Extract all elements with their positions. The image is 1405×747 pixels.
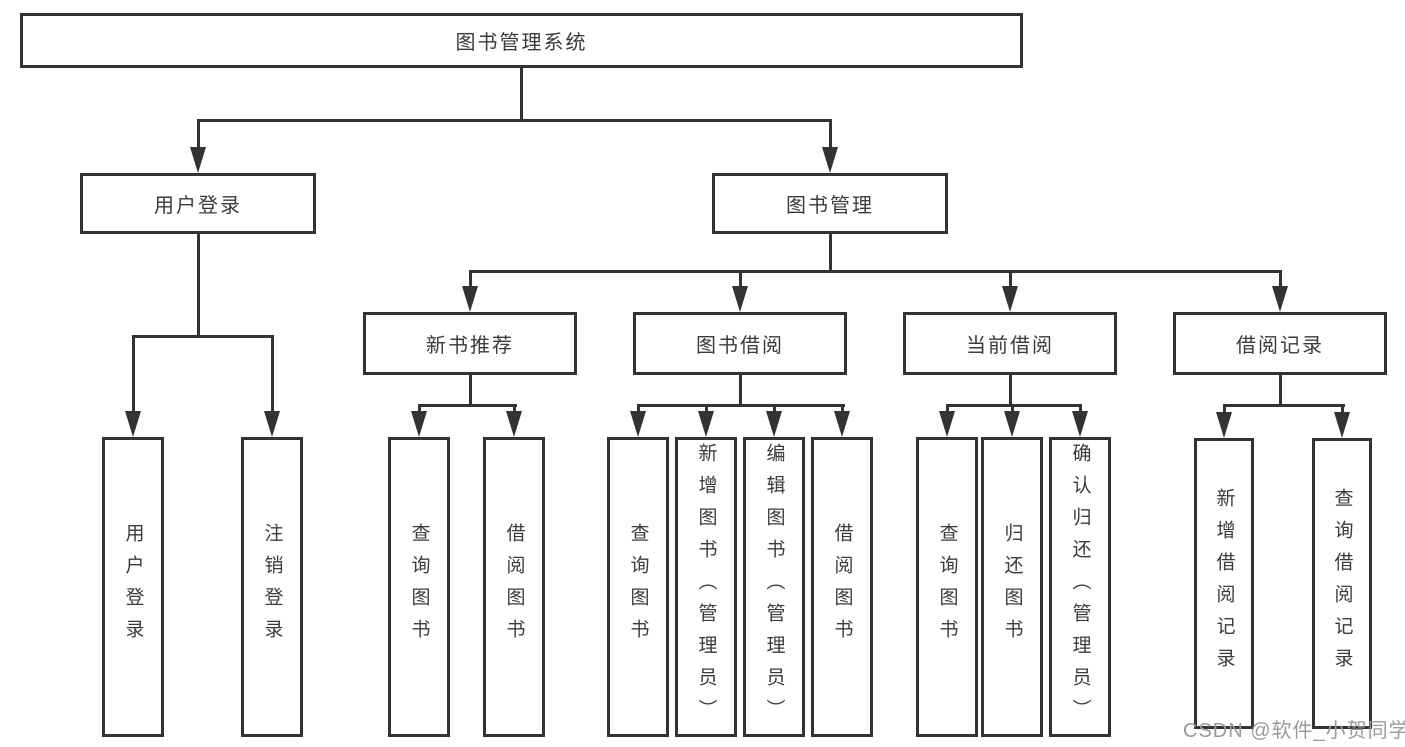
node-current-borrowing: 当前借阅 [903, 312, 1117, 375]
connector-manage-drop [829, 234, 832, 272]
arrow-down-icon [264, 411, 280, 437]
connector-records-leg-2 [1341, 404, 1344, 414]
node-new-book-recommend: 新书推荐 [363, 312, 577, 375]
connector-borrowing-hbar [637, 404, 845, 407]
arrow-down-icon [822, 147, 838, 173]
connector-records-drop [1279, 375, 1282, 406]
node-leaf-logout: 注销登录 [241, 437, 303, 737]
arrow-down-icon [506, 411, 522, 437]
node-leaf-current-query-books: 查询图书 [916, 437, 978, 737]
connector-manage-hbar [469, 270, 1282, 273]
arrow-down-icon [1272, 286, 1288, 312]
node-book-borrowing: 图书借阅 [633, 312, 847, 375]
node-leaf-return-books: 归还图书 [981, 437, 1043, 737]
connector-recommend-leg-1 [418, 404, 421, 414]
arrow-down-icon [766, 411, 782, 437]
connector-manage-leg-4 [1279, 270, 1282, 288]
connector-login-leg-2 [271, 335, 274, 413]
node-book-management: 图书管理 [712, 173, 948, 234]
node-leaf-recommend-borrow-books: 借阅图书 [483, 437, 545, 737]
connector-root-hbar [197, 119, 832, 122]
connector-root-leg-manage [829, 119, 832, 150]
arrow-down-icon [630, 411, 646, 437]
connector-records-hbar [1223, 404, 1345, 407]
connector-current-leg-3 [1079, 404, 1082, 414]
connector-login-drop [197, 234, 200, 337]
arrow-down-icon [1004, 411, 1020, 437]
node-user-login: 用户登录 [80, 173, 316, 234]
arrow-down-icon [125, 411, 141, 437]
connector-manage-leg-3 [1009, 270, 1012, 288]
connector-recommend-leg-2 [513, 404, 516, 414]
arrow-down-icon [1216, 412, 1232, 438]
node-leaf-query-borrow-record: 查询借阅记录 [1312, 438, 1372, 729]
connector-root-drop [520, 68, 523, 120]
node-leaf-recommend-query-books: 查询图书 [388, 437, 450, 737]
connector-records-leg-1 [1223, 404, 1226, 414]
node-leaf-borrowing-borrow-books: 借阅图书 [811, 437, 873, 737]
arrow-down-icon [732, 286, 748, 312]
node-leaf-add-borrow-record: 新增借阅记录 [1194, 438, 1254, 729]
connector-borrowing-leg-2 [705, 404, 708, 414]
node-borrowing-records: 借阅记录 [1173, 312, 1387, 375]
connector-current-hbar [946, 404, 1082, 407]
node-leaf-add-books-admin: 新增图书（管理员） [675, 437, 737, 737]
connector-borrowing-leg-4 [841, 404, 844, 414]
arrow-down-icon [411, 411, 427, 437]
connector-current-leg-2 [1011, 404, 1014, 414]
connector-login-hbar [132, 335, 274, 338]
arrow-down-icon [462, 286, 478, 312]
connector-recommend-drop [469, 375, 472, 406]
connector-borrowing-leg-3 [773, 404, 776, 414]
connector-current-drop [1009, 375, 1012, 406]
arrow-down-icon [1334, 412, 1350, 438]
node-leaf-confirm-return-admin: 确认归还（管理员） [1049, 437, 1111, 737]
arrow-down-icon [1002, 286, 1018, 312]
connector-root-leg-login [197, 119, 200, 150]
connector-login-leg-1 [132, 335, 135, 413]
arrow-down-icon [1072, 411, 1088, 437]
arrow-down-icon [190, 147, 206, 173]
connector-current-leg-1 [946, 404, 949, 414]
watermark: CSDN @软件_小贺同学 [1183, 720, 1405, 742]
node-leaf-user-login: 用户登录 [102, 437, 164, 737]
node-leaf-edit-books-admin: 编辑图书（管理员） [743, 437, 805, 737]
node-library-management-system: 图书管理系统 [20, 13, 1023, 68]
connector-borrowing-leg-1 [637, 404, 640, 414]
connector-manage-leg-1 [469, 270, 472, 288]
arrow-down-icon [834, 411, 850, 437]
connector-recommend-hbar [418, 404, 517, 407]
connector-borrowing-drop [739, 375, 742, 406]
connector-manage-leg-2 [739, 270, 742, 288]
arrow-down-icon [698, 411, 714, 437]
arrow-down-icon [939, 411, 955, 437]
node-leaf-borrowing-query-books: 查询图书 [607, 437, 669, 737]
